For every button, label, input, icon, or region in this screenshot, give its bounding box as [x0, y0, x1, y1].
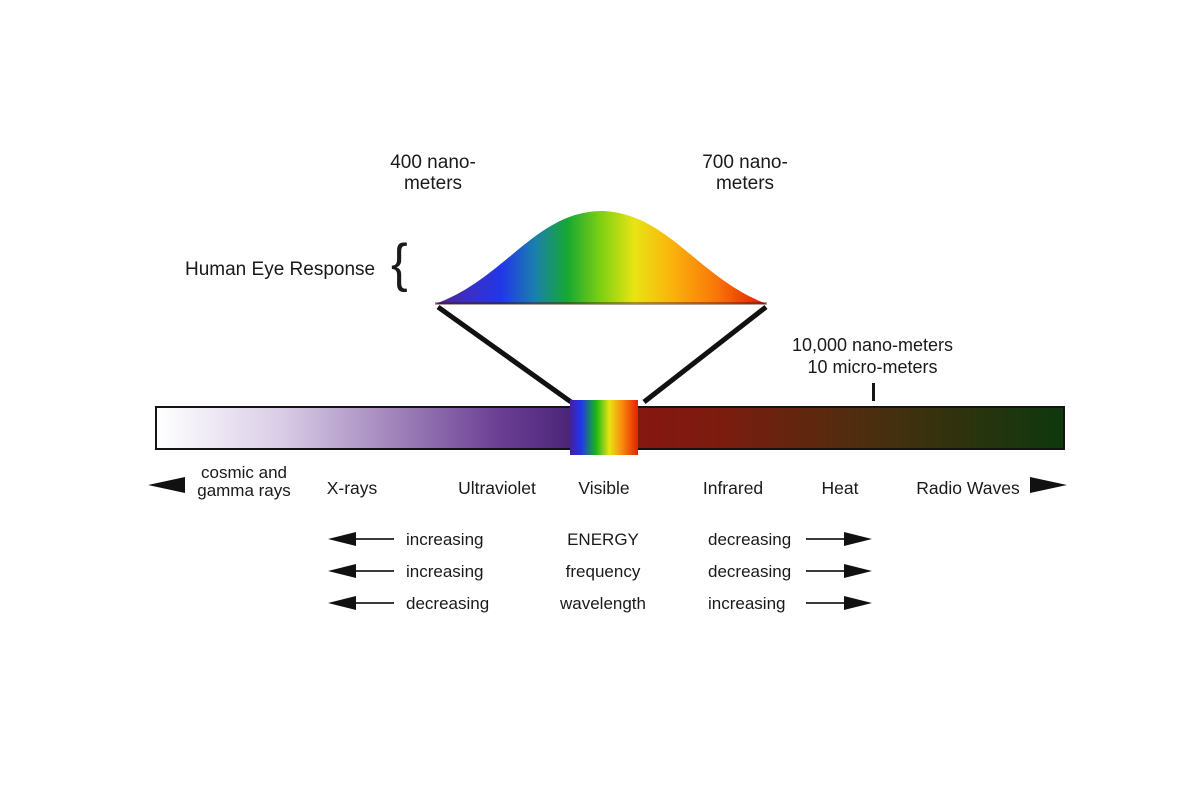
band-label-visible: Visible — [578, 478, 630, 498]
human-eye-response-label: Human Eye Response — [185, 259, 376, 280]
wavelength-right-word: increasing — [708, 594, 786, 613]
frequency-left-arrow-icon — [328, 564, 394, 578]
ir-marker-line1: 10,000 nano-meters — [791, 335, 954, 355]
energy-row: increasing ENERGY decreasing — [328, 530, 880, 550]
connector-line-left — [436, 304, 573, 405]
band-cosmic-line1: cosmic and — [201, 463, 287, 482]
energy-center-word: ENERGY — [567, 530, 639, 549]
wavelength-center-word: wavelength — [559, 594, 646, 613]
wavelength-left-word: decreasing — [406, 594, 490, 613]
energy-left-word: increasing — [406, 530, 484, 549]
wavelength-400nm-label: 400 nano- meters — [378, 152, 488, 194]
eye-response-curve — [435, 211, 767, 305]
arrow-right-icon — [1030, 477, 1067, 493]
brace-glyph: { — [391, 233, 408, 293]
frequency-row: increasing frequency decreasing — [328, 562, 880, 582]
wavelength-400nm-line1: 400 nano- — [390, 152, 476, 173]
energy-left-arrow-icon — [328, 532, 394, 546]
ir-marker-tick — [872, 383, 875, 401]
energy-right-arrow-icon — [806, 532, 872, 546]
spectrum-bar-uv-section — [157, 408, 573, 448]
band-label-ultraviolet: Ultraviolet — [458, 478, 536, 498]
frequency-right-word: decreasing — [708, 562, 792, 581]
band-cosmic-line2: gamma rays — [197, 481, 291, 500]
wavelength-400nm-line2: meters — [403, 173, 463, 194]
spectrum-bar-visible-section — [570, 400, 638, 455]
band-label-infrared: Infrared — [702, 478, 764, 498]
frequency-right-arrow-icon — [806, 564, 872, 578]
frequency-center-word: frequency — [565, 562, 641, 581]
ir-wavelength-marker: 10,000 nano-meters 10 micro-meters — [755, 334, 990, 378]
wavelength-left-arrow-icon — [328, 596, 394, 610]
arrow-left-icon — [148, 477, 185, 493]
wavelength-right-arrow-icon — [806, 596, 872, 610]
band-label-cosmic-gamma: cosmic and gamma rays — [188, 464, 300, 500]
connector-lines — [436, 304, 768, 405]
wavelength-row: decreasing wavelength increasing — [328, 594, 880, 614]
band-label-xrays: X-rays — [326, 478, 378, 498]
band-label-heat: Heat — [821, 478, 859, 498]
wavelength-700nm-label: 700 nano- meters — [690, 152, 800, 194]
energy-right-word: decreasing — [708, 530, 792, 549]
wavelength-700nm-line1: 700 nano- — [702, 152, 788, 173]
connector-line-right — [642, 305, 768, 404]
spectrum-bar-ir-section — [573, 408, 1063, 448]
ir-marker-line2: 10 micro-meters — [807, 357, 938, 377]
wavelength-700nm-line2: meters — [715, 173, 775, 194]
band-label-radio-waves: Radio Waves — [916, 478, 1020, 498]
curve-fill — [435, 211, 767, 304]
frequency-left-word: increasing — [406, 562, 484, 581]
